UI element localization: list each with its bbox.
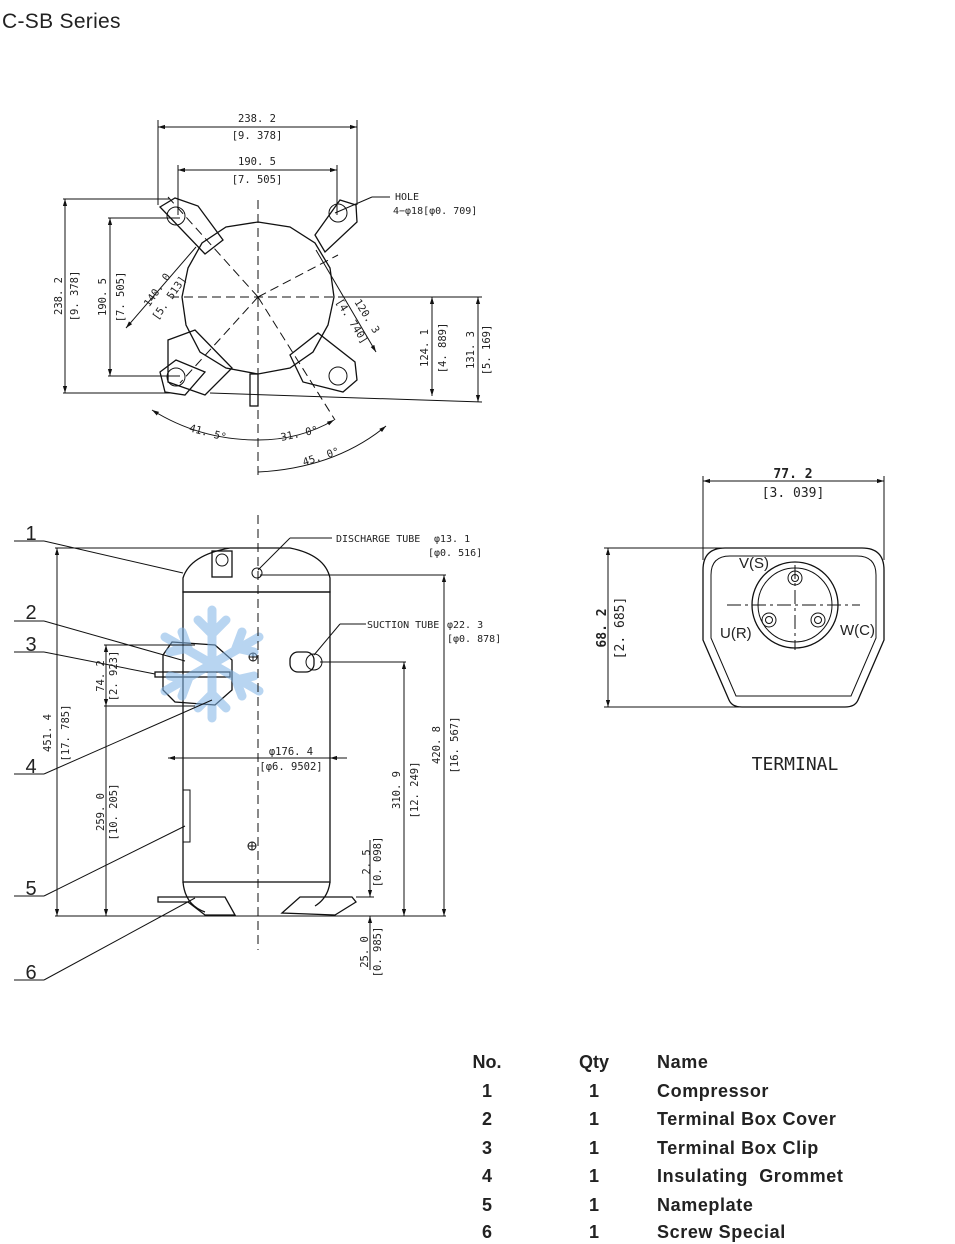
callout-6: 6 [25,962,36,984]
dim-suction-h: 310. 9 [391,771,403,809]
callout-lines [14,540,213,981]
dim-discharge-h: 420. 8 [431,726,443,764]
hole-label: HOLE [395,192,419,203]
row-qty: 1 [588,1222,599,1242]
terminal-height: 68. 2 [595,608,610,647]
row-name: Terminal Box Cover [657,1109,837,1129]
suction-tube-dia: φ22. 3 [447,620,483,631]
dim-width-inner: 190. 5 [238,156,276,168]
dim-angle-b: 31. 0° [280,424,320,444]
row-qty: 1 [588,1081,599,1101]
dim-offset-a: 124. 1 [419,329,431,367]
dim-width-outer: 238. 2 [238,113,276,125]
terminal-outline [702,547,885,708]
row-name: Insulating Grommet [657,1166,844,1186]
terminal-height-in: [2. 685] [613,597,628,660]
discharge-tube-dia: φ13. 1 [434,534,470,545]
callout-4: 4 [25,756,36,778]
row-no: 6 [481,1222,492,1242]
top-view: 238. 2 [9. 378] 190. 5 [7. 505] HOLE 4−φ… [53,113,493,475]
dim-foot-h-in: [0. 985] [372,927,384,978]
dim-terminal-base: 259. 0 [95,793,107,831]
dim-terminal-h-in: [2. 923] [108,651,120,702]
suction-tube-dia-in: [φ0. 878] [447,634,501,645]
dim-discharge-h-in: [16. 567] [449,717,461,774]
dim-terminal-base-in: [10. 205] [108,784,120,841]
row-no: 4 [481,1166,492,1186]
row-name: Nameplate [657,1195,754,1215]
dim-height-inner-in: [7. 505] [115,272,127,323]
side-view: 1 2 3 4 5 6 DISCHARGE TUBE φ13. 1 [φ0. 5… [14,515,501,984]
row-no: 3 [481,1138,492,1158]
discharge-tube-label: DISCHARGE TUBE [336,534,420,545]
header-qty: Qty [578,1052,609,1072]
row-qty: 1 [588,1138,599,1158]
compressor-shell [182,547,331,593]
dim-total-h: 451. 4 [42,714,54,752]
mounting-feet [158,197,358,396]
dim-width-outer-in: [9. 378] [232,130,283,142]
suction-tube-label: SUCTION TUBE [367,620,439,631]
dim-foot-gap-in: [0. 098] [372,837,384,888]
callout-3: 3 [25,634,36,656]
callout-5: 5 [25,878,36,900]
dim-offset-b: 131. 3 [465,331,477,369]
dim-foot-gap: 2. 5 [361,849,373,874]
pin-u-label: U(R) [720,625,752,642]
row-no: 2 [481,1109,492,1129]
row-qty: 1 [588,1109,599,1129]
header-no: No. [472,1052,502,1072]
snowflake-watermark-icon [160,605,264,723]
row-qty: 1 [588,1195,599,1215]
callout-2: 2 [25,602,36,624]
dim-height-inner: 190. 5 [97,278,109,316]
row-name: Terminal Box Clip [657,1138,819,1158]
discharge-tube-dia-in: [φ0. 516] [428,548,482,559]
pin-w-label: W(C) [840,622,875,639]
dim-height-outer: 238. 2 [53,277,65,315]
terminal-box-top [167,329,233,396]
dim-shell-dia-in: [φ6. 9502] [259,761,322,773]
dim-total-h-in: [17. 785] [60,705,72,762]
row-name: Screw Special [657,1222,786,1242]
page-title: C-SB Series [2,10,121,33]
hole-spec: 4−φ18[φ0. 709] [393,206,477,217]
dim-foot-h: 25. 0 [359,936,371,968]
row-no: 5 [481,1195,492,1215]
terminal-width: 77. 2 [773,467,812,482]
pin-v-label: V(S) [739,555,769,572]
dim-height-outer-in: [9. 378] [69,271,81,322]
dim-shell-dia: φ176. 4 [269,746,313,758]
row-name: Compressor [657,1081,770,1101]
dim-offset-a-in: [4. 889] [437,323,449,374]
dim-width-inner-in: [7. 505] [232,174,283,186]
dim-terminal-h: 74. 2 [95,660,107,692]
callout-1: 1 [25,523,36,545]
terminal-title: TERMINAL [752,754,839,775]
row-qty: 1 [588,1166,599,1186]
dim-offset-b-in: [5. 169] [481,325,493,376]
dim-angle-c: 45. 0° [301,446,341,469]
terminal-width-in: [3. 039] [762,486,825,501]
dim-angle-a: 41. 5° [188,422,228,443]
terminal-view: 77. 2 [3. 039] 68. 2 [2. 685] V(S) U(R) … [595,467,885,775]
row-no: 1 [481,1081,492,1101]
dim-suction-h-in: [12. 249] [409,762,421,819]
header-name: Name [657,1052,709,1072]
